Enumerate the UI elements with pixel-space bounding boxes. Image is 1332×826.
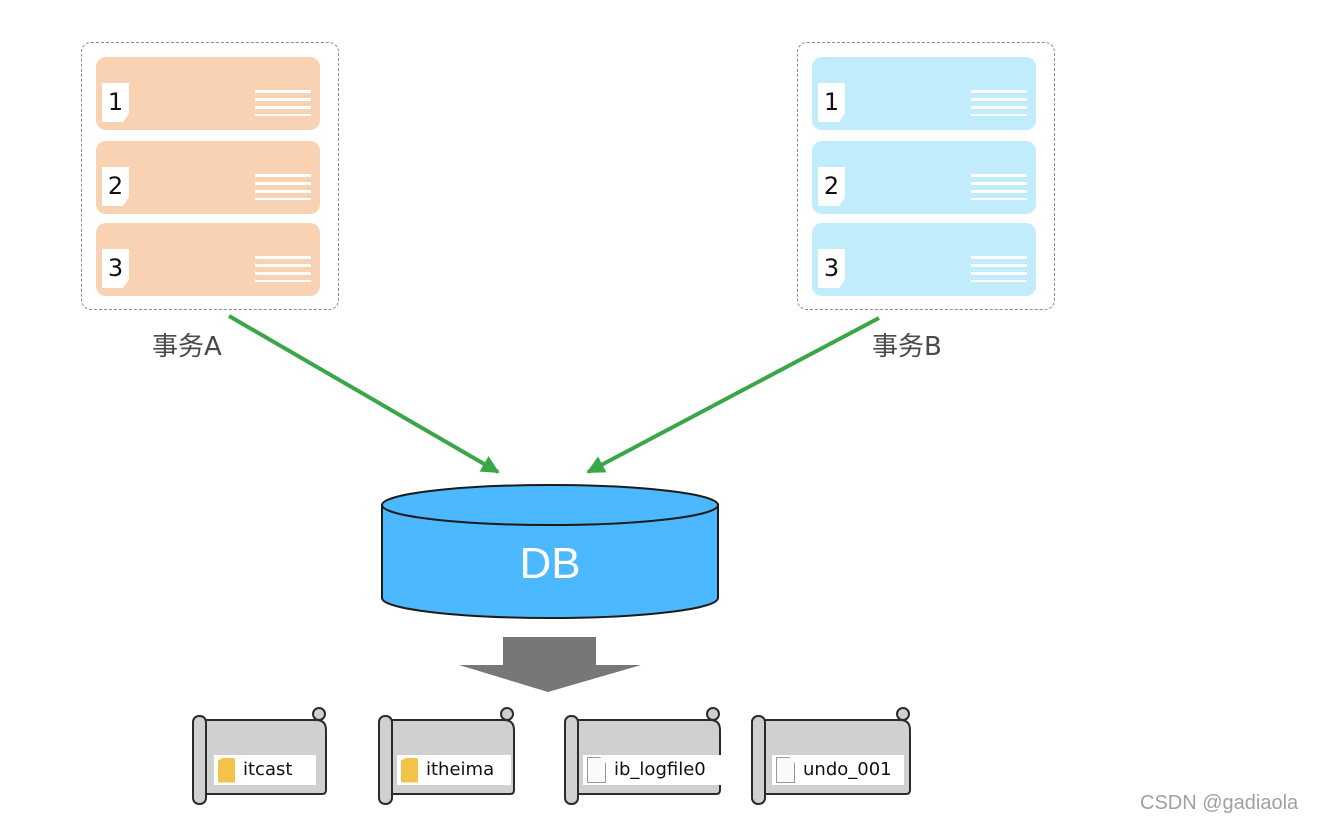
- transaction-b-step-1: 1: [812, 57, 1036, 130]
- file-itcast: itcast: [214, 755, 316, 785]
- lines-icon: [971, 256, 1027, 282]
- step-number: 3: [102, 249, 129, 288]
- database-label: DB: [519, 539, 580, 588]
- document-icon: [776, 757, 795, 783]
- database-body: [381, 504, 719, 619]
- watermark: CSDN @gadiaola: [1140, 792, 1299, 814]
- step-number: 1: [102, 83, 129, 122]
- down-arrow-icon: [459, 637, 641, 692]
- transaction-b-box: 1 2 3: [797, 42, 1055, 310]
- transaction-b-step-3: 3: [812, 223, 1036, 296]
- transaction-b-step-2: 2: [812, 141, 1036, 214]
- transaction-a-step-2: 2: [96, 141, 320, 214]
- transaction-a-box: 1 2 3: [81, 42, 339, 310]
- file-undo-001: undo_001: [772, 755, 904, 785]
- lines-icon: [971, 90, 1027, 116]
- transaction-a-step-1: 1: [96, 57, 320, 130]
- file-name: undo_001: [803, 759, 892, 780]
- transaction-b-label: 事务B: [872, 332, 942, 362]
- database-top: [381, 484, 719, 526]
- step-number: 2: [818, 167, 845, 206]
- transaction-a-label: 事务A: [152, 332, 222, 362]
- document-icon: [587, 757, 606, 783]
- file-ib-logfile0: ib_logfile0: [583, 755, 723, 785]
- file-name: itcast: [243, 759, 293, 780]
- arrow-transaction-b-to-db: [586, 316, 880, 474]
- file-name: ib_logfile0: [614, 759, 706, 780]
- step-number: 2: [102, 167, 129, 206]
- lines-icon: [255, 256, 311, 282]
- transaction-a-step-3: 3: [96, 223, 320, 296]
- step-number: 3: [818, 249, 845, 288]
- arrow-transaction-a-to-db: [227, 314, 500, 474]
- lines-icon: [255, 90, 311, 116]
- file-name: itheima: [426, 759, 495, 780]
- step-number: 1: [818, 83, 845, 122]
- database-cylinder: DB: [381, 484, 719, 619]
- lines-icon: [971, 174, 1027, 200]
- folder-icon: [401, 757, 418, 783]
- folder-icon: [218, 757, 235, 783]
- lines-icon: [255, 174, 311, 200]
- file-itheima: itheima: [397, 755, 511, 785]
